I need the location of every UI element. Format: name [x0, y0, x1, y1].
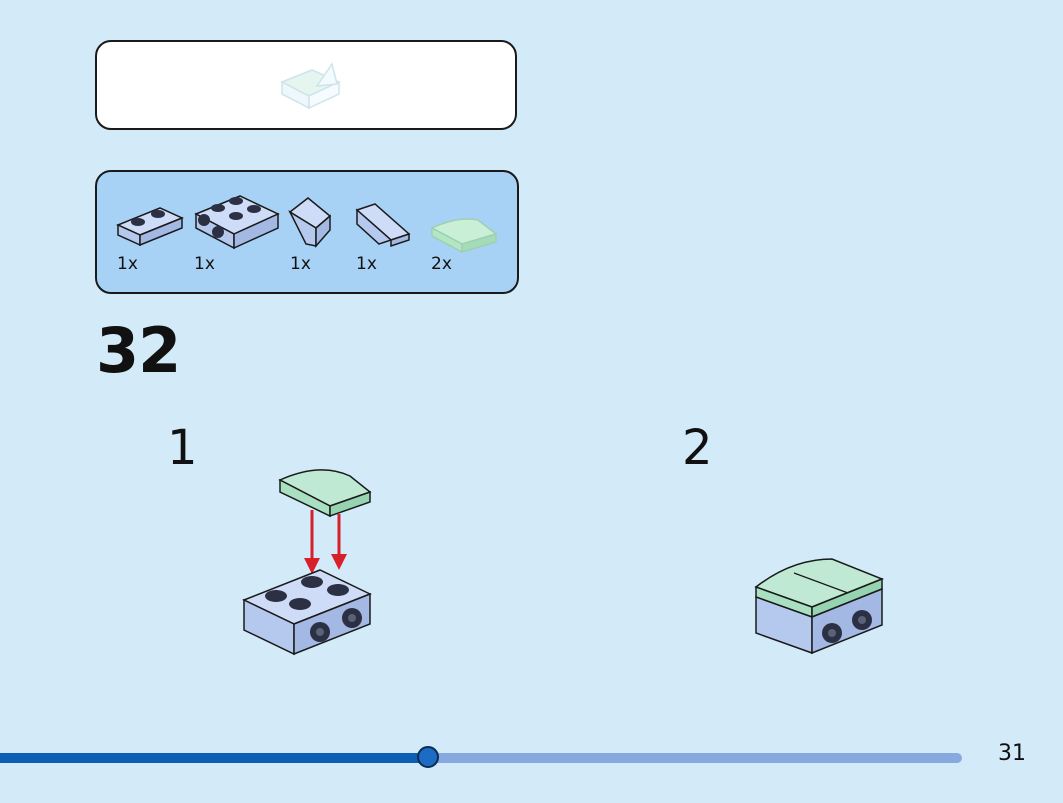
- progress-track: [0, 753, 962, 763]
- part-qty-1: 1x: [117, 254, 138, 274]
- plate-wheel-holder-icon: [194, 195, 280, 250]
- step-number: 32: [96, 314, 181, 387]
- progress-handle[interactable]: [417, 746, 439, 768]
- assembly-arrow-icon: [242, 469, 372, 656]
- wedge-slope-right-icon: [355, 203, 411, 248]
- submodel-preview-box: [95, 40, 517, 130]
- part-qty-3: 1x: [290, 254, 311, 274]
- part-qty-4: 1x: [356, 254, 377, 274]
- substep-label-1: 1: [167, 420, 198, 476]
- page-number: 31: [998, 741, 1026, 766]
- part-qty-2: 1x: [194, 254, 215, 274]
- transparent-wedge-subassembly-icon: [280, 62, 341, 110]
- wedge-slope-left-icon: [288, 197, 332, 248]
- curved-slope-trans-green-icon: [430, 218, 498, 254]
- completed-assembly-icon: [754, 558, 885, 655]
- part-qty-5: 2x: [431, 254, 452, 274]
- plate-1x2-icon: [116, 207, 184, 247]
- progress-fill: [0, 753, 428, 763]
- substep-label-2: 2: [682, 420, 713, 476]
